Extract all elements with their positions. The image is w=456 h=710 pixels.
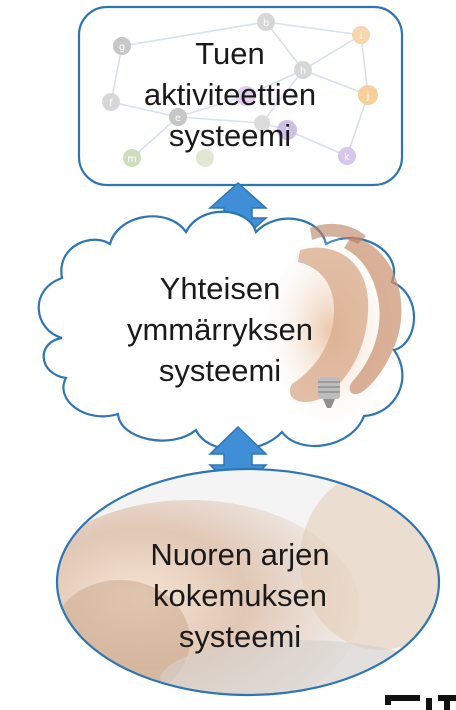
- network-node-label: h: [300, 66, 306, 77]
- network-node: [352, 26, 370, 44]
- top-node-label-line: Tuen: [195, 36, 265, 71]
- network-node-label: k: [344, 152, 350, 163]
- network-node: [358, 85, 378, 105]
- network-node: [102, 93, 120, 111]
- network-node-label: m: [127, 154, 137, 165]
- network-node: [277, 120, 297, 140]
- middle-node-label-line: Yhteisen: [159, 271, 281, 306]
- network-node: [294, 61, 312, 79]
- network-node: [254, 115, 270, 131]
- network-node-label: g: [119, 42, 125, 53]
- network-node: [236, 86, 256, 106]
- network-node-label: l: [286, 126, 289, 137]
- bottom-node-label-line: systeemi: [178, 619, 302, 654]
- network-node: [338, 147, 356, 165]
- network-node: [113, 37, 131, 55]
- network-node: [196, 149, 214, 167]
- top-node-label-line: systeemi: [168, 118, 292, 153]
- lightbulb-icon: [318, 377, 340, 408]
- top-node: b g i h f e j l m k: [77, 5, 404, 187]
- network-graph: b g i h f e j l m k: [102, 13, 378, 167]
- middle-node-label-line: ymmärryksen: [126, 312, 313, 347]
- middle-node: [37, 210, 416, 451]
- network-node-label: f: [109, 98, 113, 109]
- network-node: [123, 149, 141, 167]
- logo-fragment: [385, 695, 456, 710]
- network-node: [169, 108, 187, 126]
- hands-circle-image: [268, 223, 402, 422]
- bottom-node-label-line: Nuoren arjen: [150, 537, 330, 572]
- middle-node-label: Yhteisen ymmärryksen systeemi: [90, 268, 350, 391]
- middle-node-label-line: systeemi: [158, 353, 282, 388]
- bottom-node-label-line: kokemuksen: [152, 578, 328, 613]
- network-node: [257, 13, 275, 31]
- network-node-label: j: [366, 91, 370, 102]
- bottom-node-label: Nuoren arjen kokemuksen systeemi: [110, 534, 370, 657]
- network-node-label: b: [263, 18, 269, 29]
- network-node-label: i: [360, 31, 363, 42]
- network-node-label: e: [175, 113, 181, 124]
- top-node-label: Tuen aktiviteettien systeemi: [100, 33, 360, 156]
- top-node-label-line: aktiviteettien: [143, 77, 317, 112]
